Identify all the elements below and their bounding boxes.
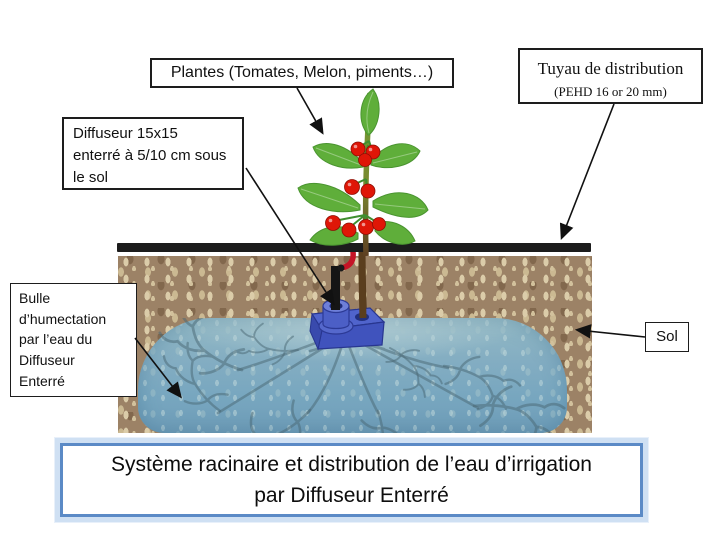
plants-label-box: Plantes (Tomates, Melon, piments…) [150, 58, 454, 88]
pipe-label-line2: (PEHD 16 or 20 mm) [554, 83, 667, 99]
pipe-arrow [559, 103, 615, 240]
tube-clamp [337, 264, 345, 272]
diffuser-label-line2: enterré à 5/10 cm sous [73, 146, 227, 164]
pipe-label-line1: Tuyau de distribution [537, 59, 684, 78]
soil-label-box: Sol [645, 322, 689, 352]
supply-tube [331, 266, 340, 310]
distribution-pipe [117, 243, 591, 252]
title-line1: Système racinaire et distribution de l’e… [111, 452, 592, 476]
diffuser-label-box: Diffuseur 15x15 enterré à 5/10 cm sous l… [62, 117, 244, 190]
bubble-label-line5: Enterré [19, 372, 65, 389]
title-line2: par Diffuseur Enterré [254, 484, 449, 507]
soil-label-text: Sol [656, 327, 678, 345]
stem-through-diffuser [358, 250, 367, 319]
diffuser-label-line3: le sol [73, 168, 109, 186]
title-banner: Système racinaire et distribution de l’e… [60, 443, 643, 517]
bubble-label-line3: par l’eau du [19, 331, 93, 348]
pipe-label-box: Tuyau de distribution (PEHD 16 or 20 mm) [518, 48, 703, 104]
tomato-plant-graphic [297, 88, 429, 256]
diffuser-label-line1: Diffuseur 15x15 [73, 125, 178, 142]
bubble-label-box: Bulle d’humectation par l’eau du Diffuse… [10, 283, 137, 397]
buried-diffuser-assembly [309, 250, 386, 351]
bubble-label-line2: d’humectation [19, 310, 107, 327]
bubble-label-line1: Bulle [19, 290, 51, 306]
plants-label-text: Plantes (Tomates, Melon, piments…) [170, 64, 434, 81]
bubble-label-line4: Diffuseur [19, 352, 75, 369]
